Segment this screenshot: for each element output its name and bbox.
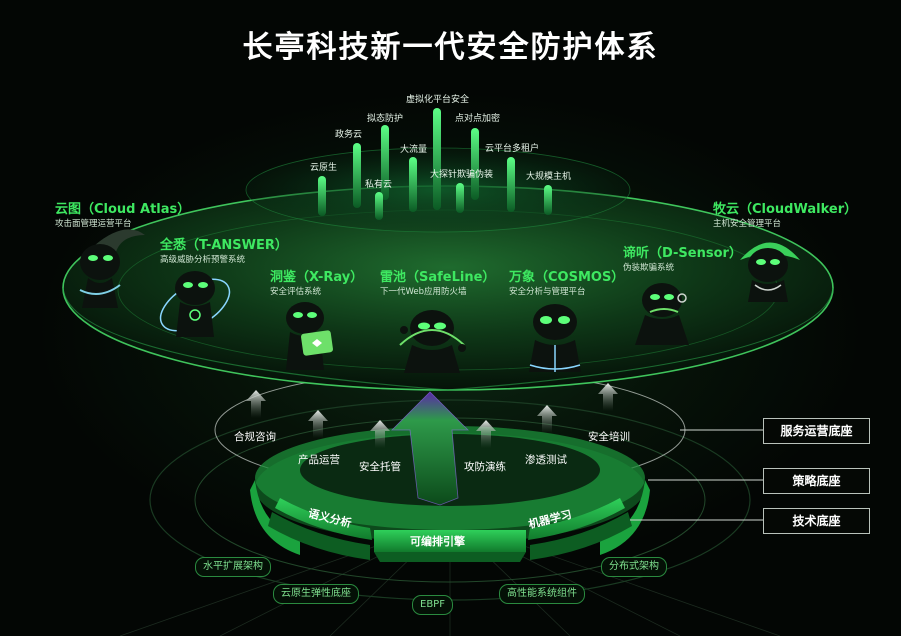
- up-arrow-icon: [537, 405, 557, 433]
- service-arrows: [246, 383, 618, 448]
- central-arrow-outline: [391, 391, 469, 506]
- product-t-answer[interactable]: 全悉（T-ANSWER） 高级威胁分析预警系统: [160, 234, 288, 265]
- up-arrow-icon: [598, 383, 618, 411]
- mascot-d-sensor: [635, 283, 689, 345]
- sky-bars: [318, 108, 552, 220]
- service-penetration-test: 渗透测试: [525, 454, 567, 466]
- tech-horizontal-scaling: 水平扩展架构: [195, 557, 271, 577]
- service-operations: 产品运营: [298, 454, 340, 466]
- segment-left-shadow: [268, 512, 370, 560]
- segment-right: [528, 498, 625, 540]
- product-desc: 攻击面管理运营平台: [55, 219, 132, 229]
- up-arrow-icon: [308, 410, 328, 438]
- product-safeline[interactable]: 雷池（SafeLine） 下一代Web应用防火墙: [380, 266, 495, 297]
- sky-bar: [375, 192, 383, 220]
- product-name: 全悉（T-ANSWER）: [160, 238, 288, 253]
- up-arrow-icon: [370, 420, 390, 448]
- sky-bar: [471, 128, 479, 200]
- tech-ebpf: EBPF: [412, 595, 453, 615]
- product-name: 万象（COSMOS）: [509, 270, 625, 285]
- product-desc: 安全分析与管理平台: [509, 287, 586, 297]
- mascot-t-answer: [159, 271, 231, 337]
- product-x-ray[interactable]: 洞鉴（X-Ray） 安全评估系统: [270, 266, 363, 297]
- product-desc: 高级威胁分析预警系统: [160, 255, 246, 265]
- segment-center: [374, 530, 526, 552]
- sky-bar: [433, 108, 441, 210]
- sky-label-gov-cloud: 政务云: [335, 130, 363, 140]
- up-arrow-icon: [476, 420, 496, 448]
- layer-strategy: 策略底座: [763, 468, 870, 494]
- service-compliance: 合规咨询: [234, 431, 276, 443]
- product-desc: 主机安全管理平台: [713, 219, 782, 229]
- product-desc: 下一代Web应用防火墙: [380, 287, 467, 297]
- central-arrow: [392, 392, 468, 505]
- sky-label-probe-deception: 大探针欺骗伪装: [430, 170, 494, 180]
- tech-cloud-native-elastic: 云原生弹性底座: [273, 584, 359, 604]
- segment-right-shadow: [530, 512, 632, 560]
- page-title: 长亭科技新一代安全防护体系: [242, 30, 659, 65]
- product-d-sensor[interactable]: 谛听（D-Sensor） 伪装欺骗系统: [623, 242, 742, 273]
- mascot-x-ray: [286, 302, 333, 370]
- sky-bar: [381, 125, 389, 200]
- product-name: 谛听（D-Sensor）: [623, 246, 742, 261]
- segment-center-shadow: [374, 552, 526, 562]
- service-managed-security: 安全托管: [359, 461, 401, 473]
- sky-label-p2p-encryption: 点对点加密: [455, 114, 501, 124]
- sky-label-cloud-native: 云原生: [310, 163, 338, 173]
- product-name: 牧云（CloudWalker）: [713, 202, 858, 217]
- mascot-safeline: [399, 310, 466, 373]
- sky-bar: [318, 176, 326, 216]
- product-name: 洞鉴（X-Ray）: [270, 270, 364, 285]
- up-arrow-icon: [246, 390, 266, 418]
- product-name: 雷池（SafeLine）: [380, 270, 496, 285]
- mascot-cosmos: [529, 304, 581, 372]
- tech-high-performance: 高性能系统组件: [499, 584, 585, 604]
- sky-bar: [507, 157, 515, 212]
- layer-service-operations: 服务运营底座: [763, 418, 870, 444]
- product-cloudwalker[interactable]: 牧云（CloudWalker） 主机安全管理平台: [713, 198, 857, 229]
- platform-under-rim: [62, 287, 834, 391]
- sky-bar: [409, 157, 417, 212]
- sky-label-private-cloud: 私有云: [365, 180, 393, 190]
- product-cloud-atlas[interactable]: 云图（Cloud Atlas） 攻击面管理运营平台: [55, 198, 190, 229]
- tech-distributed: 分布式架构: [601, 557, 667, 577]
- product-desc: 安全评估系统: [270, 287, 322, 297]
- sky-label-mimic-defense: 拟态防护: [367, 114, 404, 124]
- layer-connectors: [630, 429, 763, 521]
- layer-technology: 技术底座: [763, 508, 870, 534]
- segment-left: [275, 498, 372, 540]
- service-training: 安全培训: [588, 431, 630, 443]
- product-cosmos[interactable]: 万象（COSMOS） 安全分析与管理平台: [509, 266, 624, 297]
- mascot-cloud-atlas: [79, 229, 145, 308]
- service-attack-defense-drill: 攻防演练: [464, 461, 506, 473]
- sky-label-high-traffic: 大流量: [400, 145, 428, 155]
- strategy-orchestration-engine: 可编排引擎: [410, 535, 465, 548]
- sky-label-large-hosts: 大规模主机: [526, 172, 572, 182]
- sky-bar: [353, 143, 361, 208]
- sky-bar: [544, 185, 552, 215]
- sky-label-virtualization: 虚拟化平台安全: [406, 95, 470, 105]
- mascot-cloudwalker: [740, 242, 800, 302]
- product-name: 云图（Cloud Atlas）: [55, 202, 191, 217]
- sky-bar: [456, 183, 464, 213]
- sky-label-multi-tenant: 云平台多租户: [485, 144, 540, 154]
- product-desc: 伪装欺骗系统: [623, 263, 675, 273]
